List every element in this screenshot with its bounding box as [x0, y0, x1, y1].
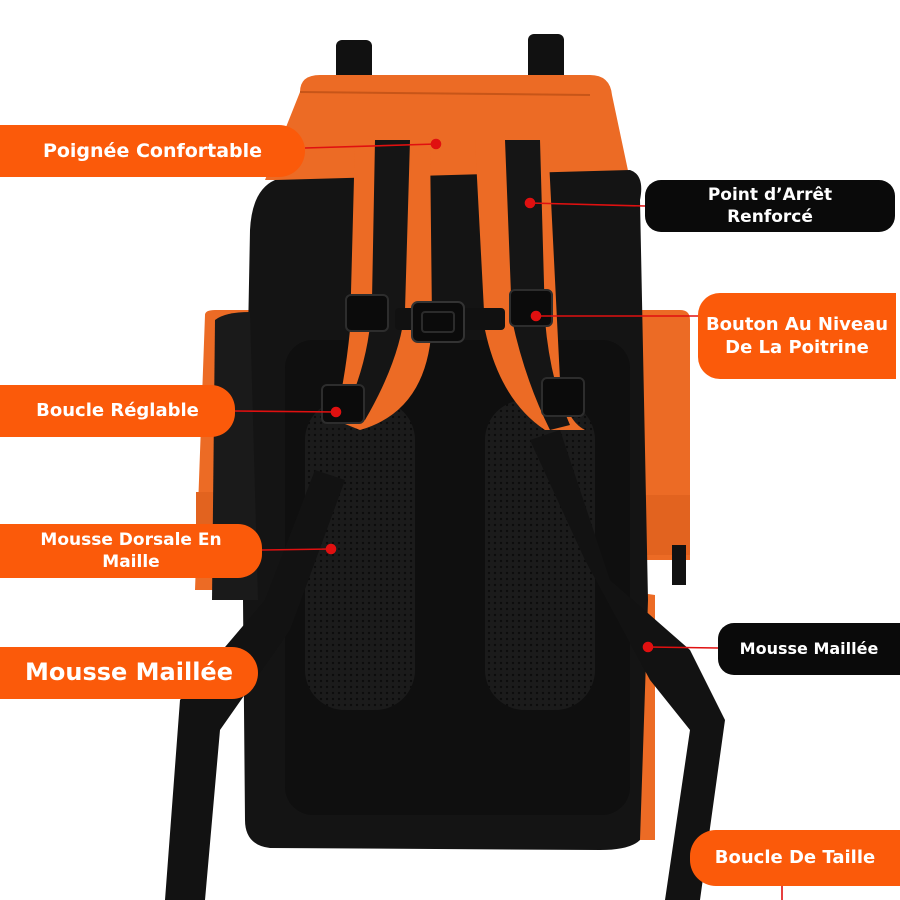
bag-top-lid	[265, 75, 630, 180]
strap-adjuster-left-top	[345, 294, 389, 332]
label-mesh-foam-left: Mousse Maillée	[0, 647, 258, 699]
strap-adjuster-right-low	[541, 377, 585, 417]
mesh-pad-left	[305, 400, 415, 710]
label-back-mesh-foam: Mousse Dorsale En Maille	[0, 524, 262, 578]
chest-buckle	[411, 301, 465, 343]
label-adjustable-buckle: Boucle Réglable	[0, 385, 235, 437]
label-reinforced-stop: Point d’Arrêt Renforcé	[645, 180, 895, 232]
label-comfort-handle: Poignée Confortable	[0, 125, 305, 177]
callout-pointers	[234, 138, 783, 900]
label-mesh-foam-right: Mousse Maillée	[718, 623, 900, 675]
strap-adjuster-right-top	[509, 289, 553, 327]
label-chest-button: Bouton Au Niveau De La Poitrine	[698, 293, 896, 379]
strap-adjuster-left-low	[321, 384, 365, 424]
label-waist-buckle: Boucle De Taille	[690, 830, 900, 886]
lower-strap-left	[165, 470, 345, 900]
